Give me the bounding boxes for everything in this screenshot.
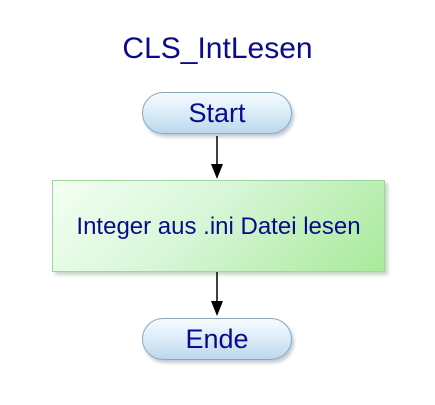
process-box: Integer aus .ini Datei lesen	[52, 180, 385, 272]
end-label: Ende	[185, 323, 249, 354]
connector-start-to-process	[211, 136, 223, 179]
start-label: Start	[188, 97, 246, 128]
connector-process-to-end	[211, 272, 223, 316]
start-terminal: Start	[142, 92, 292, 134]
process-label: Integer aus .ini Datei lesen	[76, 212, 361, 240]
end-terminal: Ende	[142, 318, 292, 360]
diagram-title: CLS_IntLesen	[122, 32, 313, 65]
